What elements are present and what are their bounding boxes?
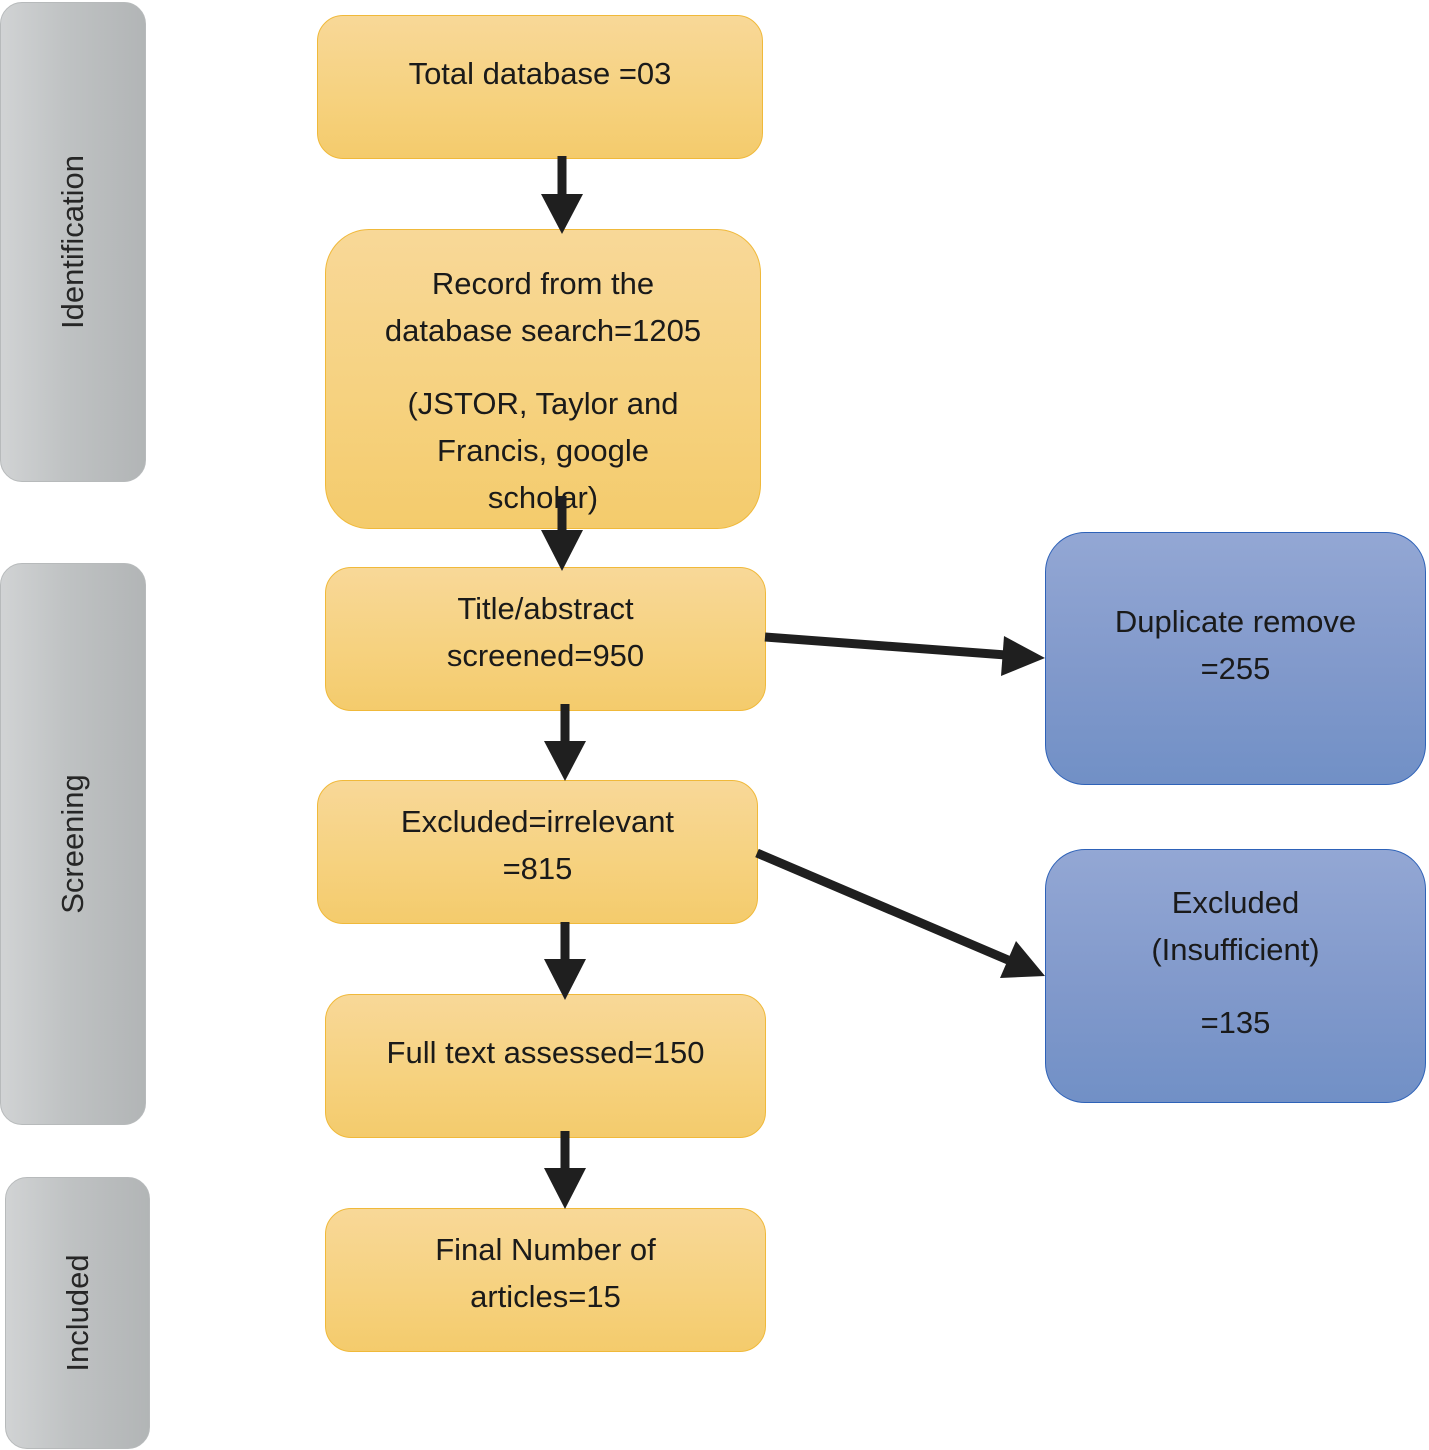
records-line-2: database search=1205 (384, 313, 702, 348)
final-articles-box: Final Number of articles=15 (325, 1208, 766, 1352)
phase-screening-label: Screening (55, 774, 90, 914)
duplicate-line-1: Duplicate remove (1114, 604, 1357, 639)
phase-included-label: Included (59, 1254, 95, 1372)
excluded-irrelevant-box: Excluded=irrelevant =815 (317, 780, 758, 924)
records-line-4: Francis, google (437, 433, 649, 468)
title-abstract-line-2: screened=950 (446, 638, 645, 673)
phase-included: Included (5, 1177, 150, 1449)
full-text-box: Full text assessed=150 (325, 994, 766, 1138)
total-database-box: Total database =03 (317, 15, 763, 159)
title-abstract-box: Title/abstract screened=950 (325, 567, 766, 711)
final-line-1: Final Number of (435, 1232, 656, 1267)
full-text-text: Full text assessed=150 (386, 1035, 705, 1070)
phase-identification: Identification (0, 2, 146, 482)
arrowhead-total-to-records (541, 194, 583, 234)
insufficient-line-2: (Insufficient) (1151, 932, 1320, 967)
phase-screening: Screening (0, 563, 146, 1125)
records-line-1: Record from the (431, 266, 655, 301)
arrowhead-records-to-title (541, 530, 583, 571)
records-line-5: scholar) (487, 480, 599, 515)
excluded-irrelevant-line-1: Excluded=irrelevant (400, 804, 675, 839)
phase-identification-label: Identification (55, 154, 90, 330)
duplicate-line-2: =255 (1200, 651, 1271, 686)
insufficient-line-3: =135 (1200, 1005, 1271, 1040)
arrow-excluded-to-insufficient (755, 848, 1010, 965)
insufficient-line-1: Excluded (1171, 885, 1300, 920)
arrowhead-title-to-excluded (544, 741, 586, 781)
arrowhead-fulltext-to-final (544, 1168, 586, 1209)
arrowhead-title-to-duplicate (1001, 636, 1045, 676)
arrowhead-excluded-to-insufficient (1000, 941, 1045, 978)
records-box: Record from the database search=1205 (JS… (325, 229, 761, 529)
total-database-text: Total database =03 (408, 56, 672, 91)
excluded-irrelevant-line-2: =815 (502, 851, 573, 886)
records-line-3: (JSTOR, Taylor and (407, 386, 679, 421)
arrow-title-to-duplicate (764, 632, 1007, 660)
duplicate-remove-box: Duplicate remove =255 (1045, 532, 1426, 785)
final-line-2: articles=15 (470, 1279, 621, 1314)
title-abstract-line-1: Title/abstract (457, 591, 634, 626)
excluded-insufficient-box: Excluded (Insufficient) =135 (1045, 849, 1426, 1103)
